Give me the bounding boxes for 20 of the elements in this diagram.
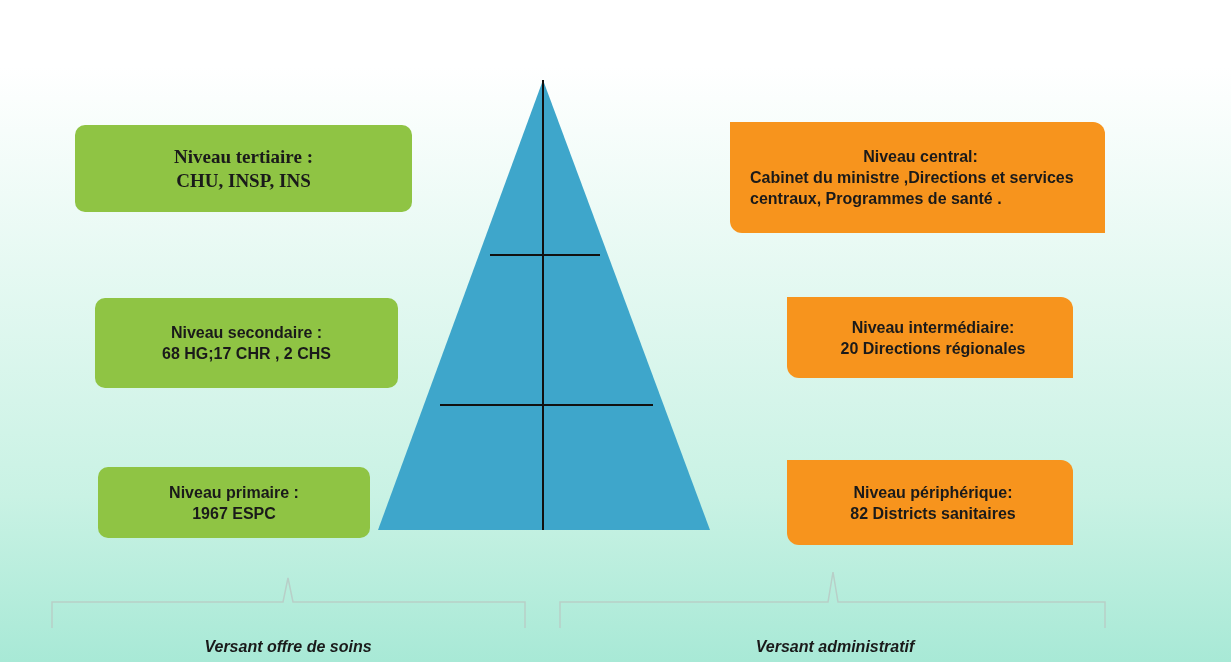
level-box [75,125,412,212]
level-text: 20 Directions régionales [840,338,1026,359]
level-box [730,122,1105,233]
level-heading: Niveau secondaire : [170,323,323,343]
level-heading: Niveau tertiaire : [174,144,313,169]
level-text: 1967 ESPC [192,503,276,524]
level-box [787,297,1073,378]
level-box [95,298,398,388]
level-box [787,460,1073,545]
level-heading: Niveau central: [863,147,978,167]
section-label: Versant offre de soins [204,638,372,656]
level-text: CHU, INSP, INS [176,168,311,193]
level-text: 82 Districts sanitaires [850,503,1016,524]
level-heading: Niveau périphérique: [853,482,1013,503]
section-label: Versant administratif [755,638,915,656]
level-heading: Niveau intermédiaire: [851,317,1015,338]
level-text: 68 HG;17 CHR , 2 CHS [162,344,331,364]
level-heading: Niveau primaire : [169,482,299,503]
level-text: Cabinet du ministre ,Directions et services centraux, Programmes de santé . [750,168,1075,209]
level-box [98,467,370,538]
